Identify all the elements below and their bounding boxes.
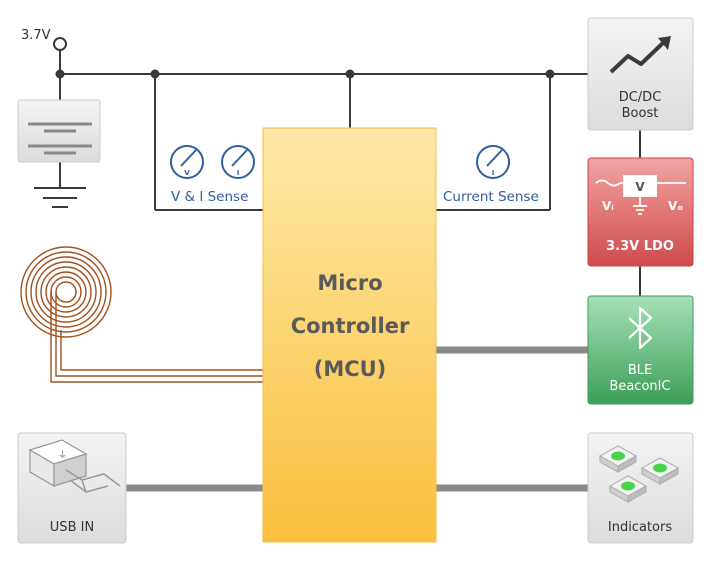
svg-text:V: V (184, 169, 190, 177)
boost-trend-icon (609, 36, 671, 74)
supply-voltage-label: 3.7V (21, 28, 51, 43)
current-meter-icon: I (476, 145, 510, 179)
svg-text:I: I (237, 169, 240, 177)
data-buses (126, 346, 588, 492)
svg-text:I: I (492, 169, 495, 177)
ble-label-line1: BLE (628, 363, 652, 378)
ammeter-icon: I (221, 145, 255, 179)
junction-dots (55, 69, 555, 79)
ble-label-line2: BeaconIC (609, 379, 670, 394)
svg-text:⏚: ⏚ (58, 450, 67, 461)
coil-antenna-icon (20, 246, 263, 383)
voltmeter-icon: V (170, 145, 204, 179)
battery-icon (28, 122, 92, 155)
mcu-label-line2: Controller (291, 314, 410, 338)
battery-block (17, 99, 101, 163)
led-indicator-icon (608, 475, 648, 503)
ldo-vout-label: Vₒ (668, 199, 683, 213)
vi-sense-label: V & I Sense (171, 189, 248, 205)
mcu-label-line3: (MCU) (314, 357, 387, 381)
mcu-block: Micro Controller (MCU) (262, 127, 437, 543)
indicators-label: Indicators (608, 520, 672, 535)
svg-text:V: V (635, 180, 645, 194)
bluetooth-icon (628, 306, 653, 350)
ldo-block: V Vᵢ Vₒ 3.3V LDO (587, 157, 694, 267)
usb-connector-icon: ⏚ (28, 439, 121, 493)
boost-label-line2: Boost (622, 106, 659, 121)
current-sense-label: Current Sense (443, 189, 539, 205)
mcu-label-line1: Micro (317, 271, 382, 295)
power-rail (59, 48, 641, 296)
ldo-vin-label: Vᵢ (602, 199, 614, 213)
usb-in-label: USB IN (50, 520, 94, 535)
ground-icon (34, 187, 86, 208)
led-indicator-icon (640, 457, 680, 485)
ble-block: BLE BeaconIC (587, 295, 694, 405)
boost-label-line1: DC/DC (619, 90, 662, 105)
ldo-label: 3.3V LDO (606, 239, 674, 254)
usb-in-block: ⏚ USB IN (17, 432, 127, 544)
dcdc-boost-block: DC/DC Boost (587, 17, 694, 131)
indicators-block: Indicators (587, 432, 694, 544)
supply-terminal-icon (53, 37, 67, 51)
regulator-icon (595, 175, 686, 215)
led-indicator-icon (598, 445, 638, 473)
